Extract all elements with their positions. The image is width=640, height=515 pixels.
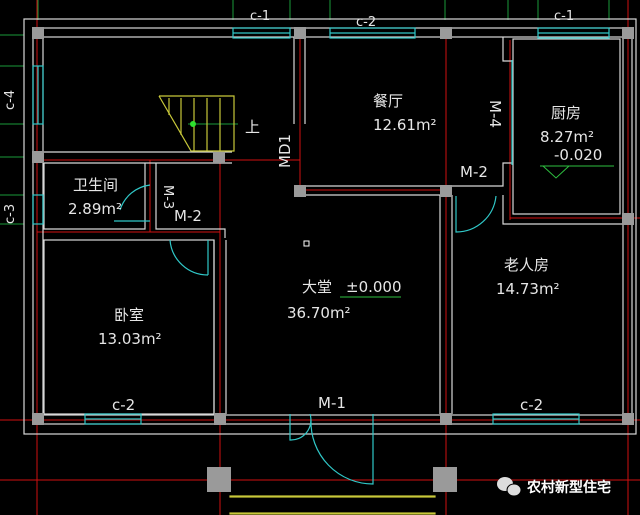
- room-area-dining: 12.61m²: [373, 116, 437, 134]
- window-label: c-2: [520, 396, 543, 414]
- door-label: M-2: [174, 207, 202, 225]
- porch-step: [229, 512, 436, 515]
- door-label: M-3: [160, 185, 175, 209]
- room-area-kitchen: 8.27m²: [540, 128, 594, 146]
- openings: [32, 27, 610, 485]
- level-kitchen: -0.020: [554, 146, 602, 164]
- stair-up-label: 上: [245, 118, 260, 136]
- room-name-dining: 餐厅: [373, 92, 403, 110]
- door-label: MD1: [276, 134, 294, 168]
- window-label: c-3: [3, 204, 18, 224]
- window-label: c-1: [250, 9, 270, 24]
- door-label: M-4: [486, 100, 504, 128]
- room-area-bathroom: 2.89m²: [68, 200, 122, 218]
- watermark-text: 农村新型住宅: [526, 479, 611, 496]
- window-label: c-1: [554, 9, 574, 24]
- door-label: M-2: [460, 163, 488, 181]
- room-name-elder-room: 老人房: [504, 256, 549, 274]
- room-name-bathroom: 卫生间: [73, 176, 118, 194]
- room-name-hall: 大堂: [302, 278, 332, 296]
- porch-step: [229, 495, 436, 498]
- watermark: 农村新型住宅: [497, 477, 611, 497]
- stairs: [158, 95, 436, 515]
- door-label: M-1: [318, 394, 346, 412]
- level-hall: ±0.000: [346, 278, 402, 296]
- columns: [32, 27, 634, 492]
- stair-arrow-dot: [190, 121, 196, 127]
- window-label: c-2: [356, 15, 376, 30]
- wechat-icon: [497, 477, 522, 497]
- room-area-bedroom: 13.03m²: [98, 330, 162, 348]
- walls: [23, 18, 637, 435]
- room-area-hall: 36.70m²: [287, 304, 351, 322]
- room-area-elder-room: 14.73m²: [496, 280, 560, 298]
- room-name-kitchen: 厨房: [551, 104, 581, 122]
- level-marker: [540, 165, 614, 179]
- window-label: c-2: [112, 396, 135, 414]
- window-label: c-4: [3, 90, 18, 110]
- marker-square: [303, 240, 310, 247]
- room-name-bedroom: 卧室: [114, 306, 144, 324]
